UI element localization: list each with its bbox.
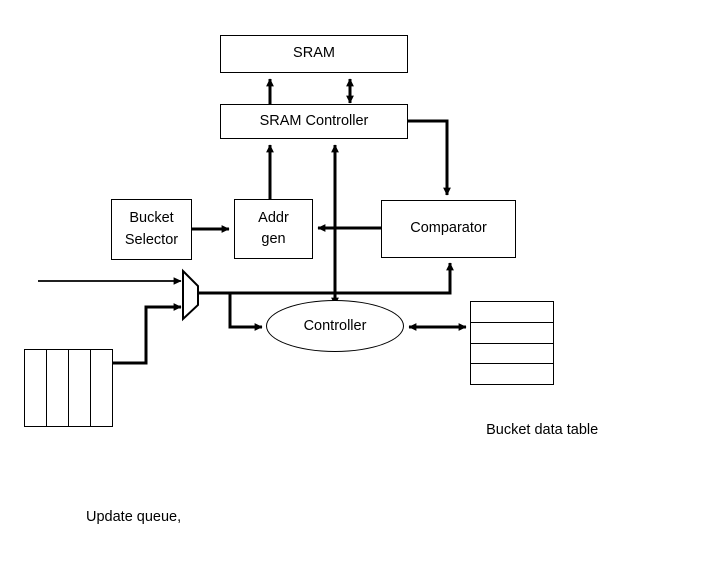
bucket-data-table-caption: Bucket data table (470, 396, 598, 466)
bucket-table-row (471, 344, 553, 365)
block-bucket-data-table[interactable] (470, 301, 554, 385)
block-sram-controller-label: SRAM Controller (259, 112, 369, 129)
update-queue-cell (69, 350, 91, 426)
block-sram[interactable]: SRAM (220, 35, 408, 73)
block-sram-label: SRAM (293, 45, 335, 62)
block-sram-controller[interactable]: SRAM Controller (220, 104, 408, 139)
edge-mux-to-controller (228, 293, 263, 331)
edge-updatequeue-to-mux (113, 303, 182, 365)
update-queue-caption: Update queue, remove/update is specified… (86, 459, 259, 568)
block-addr-gen[interactable]: Addr gen (234, 199, 313, 259)
mux-shape (182, 268, 199, 322)
block-bucket-selector-label-1: Bucket (129, 210, 174, 227)
bucket-table-row (471, 302, 553, 323)
block-bucket-selector-label-2: Selector (124, 231, 179, 248)
update-queue-caption-line-1: Update queue, (86, 508, 182, 525)
edge-sramctrl-to-comparator (408, 119, 451, 196)
update-queue-cell (25, 350, 47, 426)
bucket-table-row (471, 323, 553, 344)
block-bucket-selector[interactable]: Bucket Selector (111, 199, 192, 260)
update-queue-cell (91, 350, 112, 426)
block-comparator[interactable]: Comparator (381, 200, 516, 258)
bucket-data-table-caption-text: Bucket data table (486, 422, 599, 439)
block-addr-gen-label-2: gen (261, 231, 286, 247)
bucket-table-row (471, 364, 553, 384)
block-controller-label: Controller (303, 318, 367, 334)
block-controller[interactable]: Controller (266, 300, 404, 352)
block-update-queue[interactable] (24, 349, 113, 427)
update-queue-cell (47, 350, 69, 426)
block-comparator-label: Comparator (410, 220, 487, 237)
edge-mux-to-comparator (199, 262, 454, 295)
block-addr-gen-label-1: Addr (258, 209, 289, 226)
